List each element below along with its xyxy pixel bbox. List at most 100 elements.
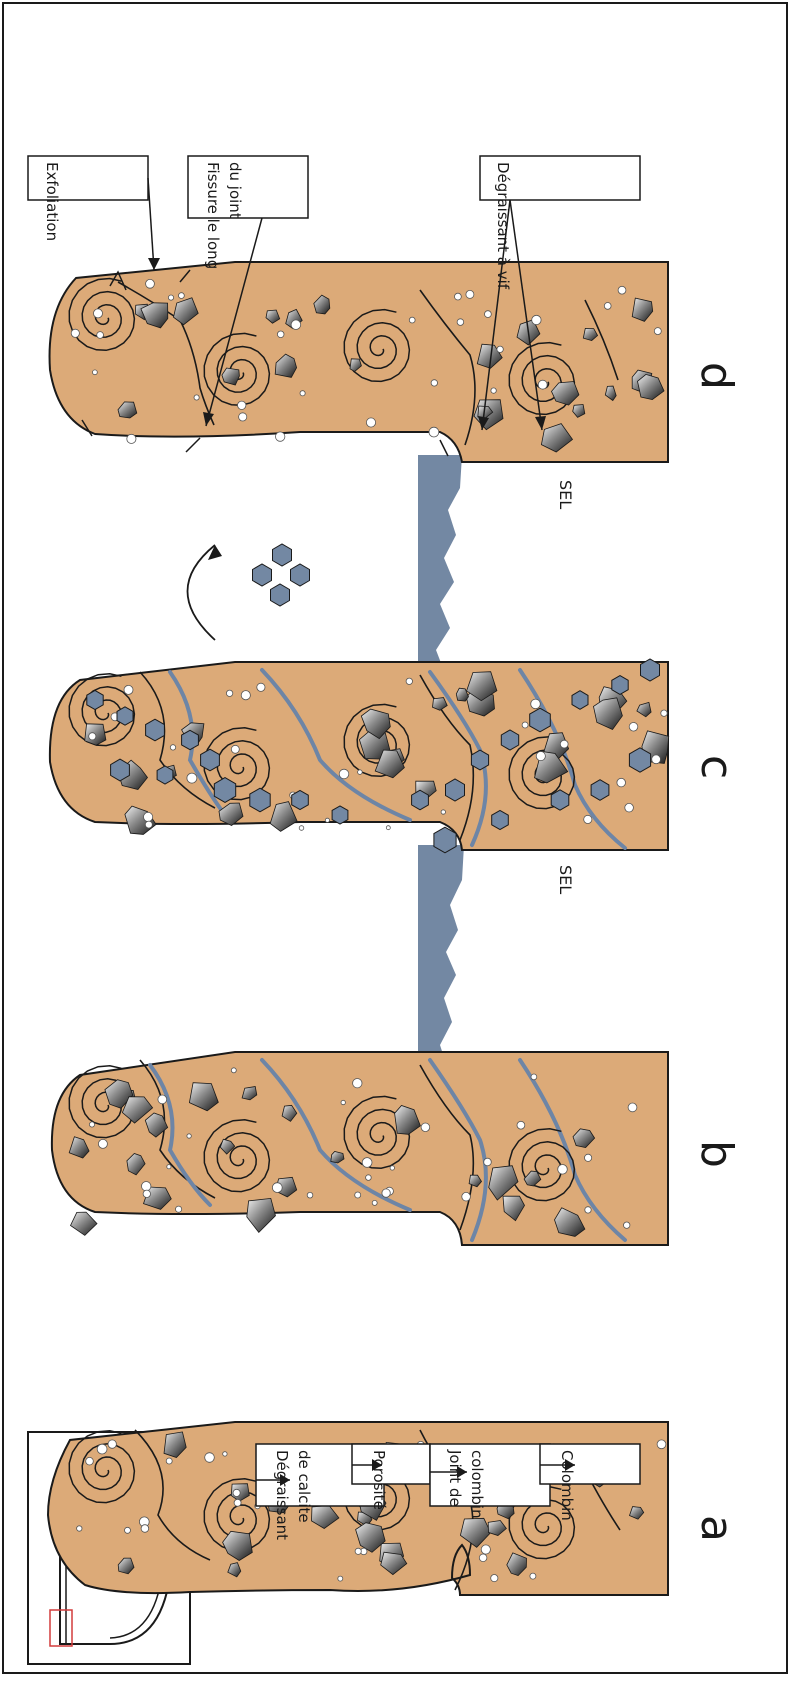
pore bbox=[421, 1123, 430, 1132]
salt-crystal bbox=[253, 564, 272, 586]
salt-crystal bbox=[292, 790, 309, 809]
pore bbox=[353, 1079, 362, 1088]
pore bbox=[618, 286, 626, 294]
pore bbox=[462, 1192, 471, 1201]
panel-letter-b: b bbox=[691, 1140, 742, 1168]
pore bbox=[366, 418, 375, 427]
pore bbox=[71, 329, 79, 337]
panel-letter-c: c bbox=[691, 755, 742, 779]
pore bbox=[86, 1457, 94, 1465]
label-line-1: Porosité bbox=[370, 1450, 388, 1510]
pore bbox=[170, 745, 175, 750]
label-box bbox=[540, 1444, 640, 1484]
pore bbox=[89, 1122, 94, 1127]
salt-crystal bbox=[412, 790, 429, 810]
pore bbox=[300, 391, 305, 396]
pore bbox=[604, 303, 611, 310]
salt-crystal bbox=[572, 691, 588, 710]
panel-letter-a: a bbox=[691, 1515, 742, 1542]
pore bbox=[484, 1158, 492, 1166]
pore bbox=[145, 821, 152, 828]
pore bbox=[127, 434, 136, 443]
pore bbox=[530, 1573, 536, 1579]
pore bbox=[179, 293, 185, 299]
pore bbox=[585, 1154, 592, 1161]
pore bbox=[358, 770, 363, 775]
pore bbox=[481, 1545, 490, 1554]
pore bbox=[624, 1222, 630, 1228]
arrow-head bbox=[208, 545, 222, 560]
porosity-dots bbox=[71, 279, 667, 1581]
salt-label: SEL bbox=[556, 480, 575, 509]
pore bbox=[158, 1095, 167, 1104]
pore bbox=[194, 395, 199, 400]
pore bbox=[187, 773, 197, 783]
pore bbox=[231, 1068, 236, 1073]
pore bbox=[457, 319, 464, 326]
arrow-head bbox=[148, 258, 160, 270]
pore bbox=[142, 1182, 151, 1191]
pore bbox=[338, 1576, 343, 1581]
pore bbox=[441, 810, 445, 814]
pointer-line bbox=[148, 178, 154, 270]
pore bbox=[560, 740, 568, 748]
pore bbox=[125, 1527, 131, 1533]
salt-crystal bbox=[146, 719, 165, 741]
salt-crystal bbox=[612, 676, 628, 695]
salt-crystal bbox=[551, 790, 569, 810]
pore bbox=[366, 1175, 372, 1181]
pore bbox=[497, 346, 503, 352]
pore bbox=[325, 818, 329, 822]
pore bbox=[97, 1444, 107, 1454]
pore bbox=[234, 1499, 241, 1506]
pore bbox=[146, 279, 155, 288]
salt-crystal bbox=[291, 564, 310, 586]
pore bbox=[299, 826, 304, 831]
pore bbox=[585, 1207, 591, 1213]
salt-crystal bbox=[501, 730, 518, 750]
pore bbox=[176, 1206, 182, 1212]
pore bbox=[661, 710, 667, 716]
pore bbox=[409, 317, 415, 323]
salt-crystal bbox=[201, 749, 220, 771]
pore bbox=[625, 803, 634, 812]
pore bbox=[558, 1165, 568, 1175]
pore bbox=[341, 1100, 345, 1104]
salt-crystal bbox=[471, 750, 488, 770]
joint-cracks bbox=[118, 282, 620, 1590]
pore bbox=[628, 1103, 637, 1112]
calcite-grains bbox=[69, 295, 669, 1577]
label-box bbox=[352, 1444, 430, 1484]
pore bbox=[241, 691, 250, 700]
label-exfoliation: Exfoliation bbox=[28, 156, 160, 270]
pore bbox=[231, 745, 239, 753]
pore bbox=[522, 722, 528, 728]
pore bbox=[187, 1134, 191, 1138]
calcite-grain bbox=[247, 1198, 276, 1232]
salt-crystal bbox=[271, 584, 290, 606]
label-line-1: Dégraissant à vif bbox=[494, 162, 512, 290]
coil-spirals bbox=[69, 279, 574, 1559]
pore bbox=[538, 380, 547, 389]
salt-crystal bbox=[641, 659, 660, 681]
pore bbox=[166, 1458, 172, 1464]
pore bbox=[386, 826, 390, 830]
pore bbox=[517, 1121, 525, 1129]
pore bbox=[272, 1183, 282, 1193]
label-line-1: Dégraissant bbox=[273, 1450, 291, 1540]
label-line-2: du joint bbox=[226, 162, 244, 219]
salt-crystal bbox=[182, 730, 199, 749]
pore bbox=[491, 388, 496, 393]
pore bbox=[291, 320, 301, 330]
pore bbox=[339, 769, 349, 779]
pore bbox=[226, 690, 232, 696]
pore bbox=[355, 1548, 361, 1554]
pore bbox=[97, 332, 104, 339]
pore bbox=[491, 1575, 498, 1582]
label-line-2: colombin bbox=[468, 1450, 486, 1519]
salt-crystal bbox=[446, 779, 465, 801]
pore bbox=[143, 1190, 150, 1197]
pore bbox=[390, 1166, 394, 1170]
